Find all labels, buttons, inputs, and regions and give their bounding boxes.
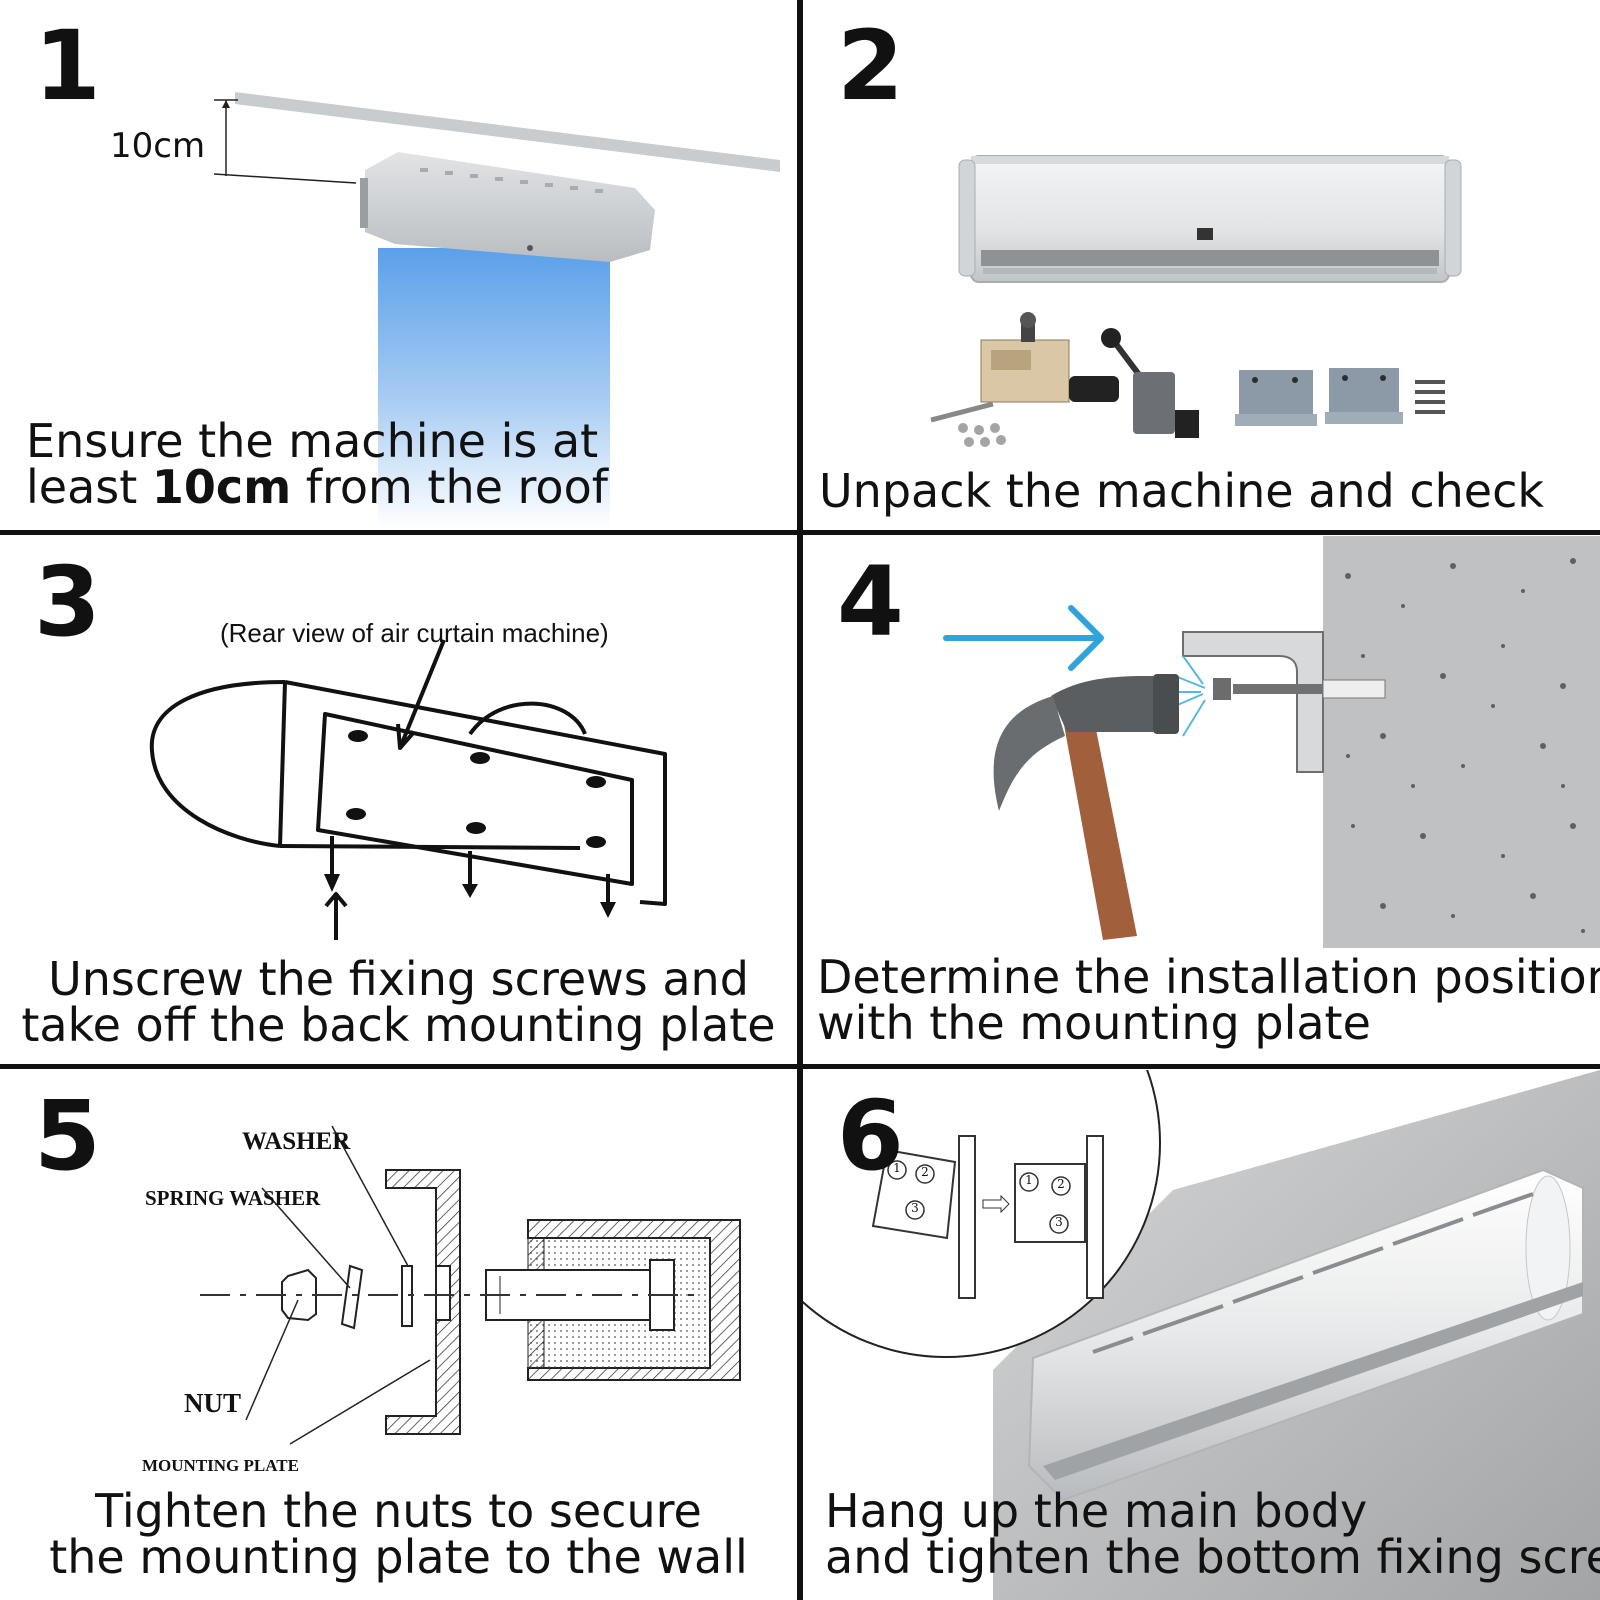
- step-6-caption: Hang up the main body and tighten the bo…: [825, 1488, 1600, 1580]
- caption-line-1: Determine the installation position: [817, 950, 1600, 1004]
- air-curtain-unit: [365, 152, 655, 262]
- step-3-panel: 3 (Rear view of air curtain machine) Uns…: [0, 536, 797, 1064]
- step-2-caption: Unpack the machine and check: [819, 468, 1544, 514]
- step-number: 1: [34, 10, 101, 122]
- caption-line-1: Ensure the machine is at: [26, 414, 599, 468]
- step-4-caption: Determine the installation position with…: [817, 954, 1600, 1046]
- air-curtain-unit: [958, 155, 1462, 283]
- machine-end-cap: [149, 680, 286, 848]
- inset-mark: 3: [1055, 1215, 1063, 1229]
- inset-mark: 2: [1057, 1177, 1065, 1191]
- caption-line-2: and tighten the bottom fixing screws: [825, 1530, 1600, 1584]
- leader-lines: [245, 1125, 431, 1445]
- inset-mark: 1: [893, 1161, 901, 1175]
- bolt-assembly-diagram: [200, 1125, 741, 1445]
- step-2-panel: 2 Unpack the machine and check: [803, 0, 1600, 530]
- mounting-plate: [385, 1169, 461, 1435]
- step-number: 4: [837, 546, 904, 658]
- step-number: 5: [34, 1080, 101, 1192]
- diagram-label: (Rear view of air curtain machine): [220, 618, 609, 648]
- step-number: 3: [34, 546, 101, 658]
- step-4-panel: 4 Determine the installation position wi…: [803, 536, 1600, 1064]
- nut-label: NUT: [184, 1388, 242, 1418]
- air-curtain-unit: [1027, 1168, 1584, 1502]
- hammer-icon: [993, 674, 1179, 940]
- step-number: 6: [837, 1080, 904, 1192]
- washer-label: WASHER: [242, 1128, 351, 1155]
- limit-switch-roller-plunger: [930, 312, 1119, 447]
- step-5-panel: 5 WASHER SPRING WASHER NUT MOUNTING PLAT…: [0, 1070, 797, 1600]
- expansion-bolt: [1233, 684, 1323, 694]
- mounting-plate-label: MOUNTING PLATE: [142, 1456, 299, 1475]
- caption-emphasis: 10cm: [151, 460, 292, 514]
- step-number: 2: [837, 10, 904, 122]
- horizontal-divider: [0, 1064, 1600, 1069]
- spring-washer: [340, 1264, 364, 1330]
- wall-texture: [1345, 558, 1585, 933]
- clearance-label: 10cm: [110, 126, 206, 166]
- fixing-screws: [324, 730, 616, 918]
- inset-mark: 2: [921, 1165, 929, 1179]
- step-1-caption: Ensure the machine is at least 10cm from…: [26, 418, 608, 510]
- ceiling-bar: [235, 92, 780, 172]
- caption-text: least: [26, 460, 152, 514]
- airflow-beam: [378, 248, 610, 528]
- installation-detail-inset: [803, 1070, 1161, 1358]
- caption-line-2: take off the back mounting plate: [21, 998, 776, 1052]
- mounting-bracket: [1182, 631, 1324, 773]
- limit-switch-roller-lever: [1101, 328, 1199, 438]
- mounting-plate: [316, 712, 634, 886]
- step-1-panel: 1 10cm Ensure the machine is at least 10…: [0, 0, 797, 530]
- mounting-brackets: [1235, 368, 1445, 426]
- mounted-unit-illustration: [803, 1070, 1600, 1600]
- caption-line-1: Unscrew the fixing screws and: [48, 952, 749, 1006]
- hammer-installation-illustration: [943, 536, 1600, 948]
- concrete-wall: [1323, 536, 1600, 948]
- caption-text: from the roof: [291, 460, 608, 514]
- vertical-divider: [797, 0, 803, 1600]
- inset-mark: 1: [1025, 1173, 1033, 1187]
- inset-mark: 3: [911, 1201, 919, 1215]
- caption-line-2: with the mounting plate: [817, 996, 1371, 1050]
- unboxed-parts-illustration: [930, 155, 1462, 447]
- ceiling-clearance-illustration: [213, 92, 780, 528]
- rear-view-diagram: [149, 639, 667, 940]
- caption-line-2: least 10cm from the roof: [26, 464, 608, 510]
- caption-line-1: Tighten the nuts to secure: [95, 1484, 702, 1538]
- step-5-caption: Tighten the nuts to secure the mounting …: [0, 1488, 797, 1580]
- caption-line-2: the mounting plate to the wall: [49, 1530, 748, 1584]
- caption-line-1: Hang up the main body: [825, 1484, 1368, 1538]
- horizontal-divider: [0, 530, 1600, 535]
- step-6-panel: 6 1 2 3 1 2 3 Hang up the main body and …: [803, 1070, 1600, 1600]
- step-3-caption: Unscrew the fixing screws and take off t…: [0, 956, 797, 1048]
- caption-line-1: Unpack the machine and check: [819, 464, 1545, 518]
- spring-washer-label: SPRING WASHER: [145, 1186, 321, 1210]
